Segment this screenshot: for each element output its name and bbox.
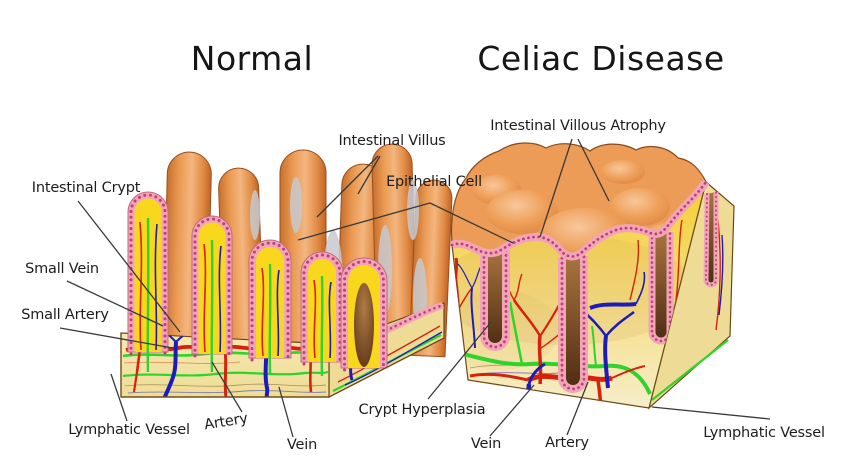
label-small-vein: Small Vein (25, 261, 99, 277)
epithelial-cell-line-left (297, 202, 431, 241)
villous-atrophy-line-1 (539, 138, 573, 238)
normal-sectioned-villi (127, 191, 388, 377)
small-artery-line (59, 327, 174, 349)
lymphatic-vessel-left-line (110, 373, 128, 422)
lymphatic-vessel-right-line (651, 406, 771, 420)
normal-illustration (120, 143, 453, 398)
leader-lines (59, 138, 771, 438)
intestinal-villus-line-2 (357, 155, 381, 195)
label-lymphatic-vessel-right: Lymphatic Vessel (703, 425, 825, 441)
sectioned-villus-lumen (340, 257, 388, 372)
celiac-epithelium-band (450, 179, 710, 261)
label-artery-right: Artery (545, 435, 589, 451)
artery-left-line (211, 361, 243, 413)
sectioned-villus (191, 215, 233, 373)
title-normal: Normal (190, 39, 314, 78)
normal-block-outline (120, 333, 445, 398)
label-vein-right: Vein (470, 436, 502, 452)
vein-left-line (278, 386, 294, 438)
label-lymphatic-vessel-left: Lymphatic Vessel (68, 422, 190, 438)
sectioned-villus (248, 239, 292, 375)
vein-right-line (489, 384, 535, 437)
small-vein-line (66, 280, 164, 327)
intestinal-crypt-line (77, 200, 181, 333)
celiac-illustration (450, 142, 735, 410)
label-crypt-hyperplasia: Crypt Hyperplasia (358, 402, 486, 418)
sectioned-villus (300, 251, 344, 377)
label-vein-left: Vein (286, 437, 318, 453)
celiac-crypts (480, 230, 674, 393)
label-epithelial-cell: Epithelial Cell (386, 174, 482, 190)
villous-atrophy-line-2 (577, 138, 610, 202)
label-intestinal-crypt: Intestinal Crypt (31, 180, 141, 196)
artery-right-line (566, 381, 589, 436)
celiac-face-detail (452, 219, 695, 408)
label-small-artery: Small Artery (21, 307, 109, 323)
label-intestinal-villus: Intestinal Villus (338, 133, 446, 149)
crypt-hyperplasia-line (427, 321, 492, 400)
epithelial-cell-line-right (429, 202, 514, 244)
sectioned-villus (127, 191, 169, 373)
title-celiac-disease: Celiac Disease (477, 39, 725, 78)
intestinal-villus-line-1 (316, 155, 379, 218)
label-intestinal-villous-atrophy: Intestinal Villous Atrophy (490, 118, 666, 134)
